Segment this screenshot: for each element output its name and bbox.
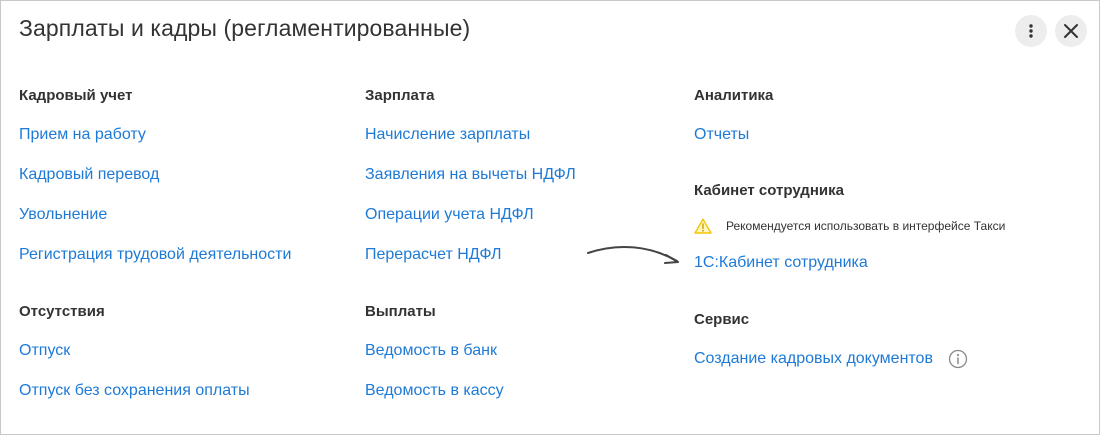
close-button[interactable] xyxy=(1055,15,1087,47)
section-title-absences: Отсутствия xyxy=(19,303,105,320)
more-vertical-icon xyxy=(1029,24,1033,38)
panel-title: Зарплаты и кадры (регламентированные) xyxy=(19,15,471,41)
link-bank-statement[interactable]: Ведомость в банк xyxy=(365,342,497,359)
link-dismissal[interactable]: Увольнение xyxy=(19,206,108,223)
info-icon[interactable] xyxy=(948,349,968,369)
link-reports[interactable]: Отчеты xyxy=(694,126,750,143)
link-labor-registration[interactable]: Регистрация трудовой деятельности xyxy=(19,246,292,263)
more-button[interactable] xyxy=(1015,15,1047,47)
link-cash-statement[interactable]: Ведомость в кассу xyxy=(365,382,504,399)
section-title-payments: Выплаты xyxy=(365,303,436,320)
section-title-service: Сервис xyxy=(694,311,750,328)
section-title-analytics: Аналитика xyxy=(694,87,774,104)
link-transfer[interactable]: Кадровый перевод xyxy=(19,166,160,183)
link-payroll-accrual[interactable]: Начисление зарплаты xyxy=(365,126,531,143)
warning-message: Рекомендуется использовать в интерфейсе … xyxy=(694,218,1005,234)
pointer-arrow-icon xyxy=(587,246,679,264)
link-hiring[interactable]: Прием на работу xyxy=(19,126,146,143)
section-title-salary: Зарплата xyxy=(365,87,435,104)
warning-text: Рекомендуется использовать в интерфейсе … xyxy=(726,219,1006,233)
link-tax-operations[interactable]: Операции учета НДФЛ xyxy=(365,206,534,223)
close-icon xyxy=(1064,24,1078,38)
section-title-hr-accounting: Кадровый учет xyxy=(19,87,133,104)
link-unpaid-vacation[interactable]: Отпуск без сохранения оплаты xyxy=(19,382,250,399)
section-title-employee-cabinet: Кабинет сотрудника xyxy=(694,182,844,199)
link-tax-deduction-claims[interactable]: Заявления на вычеты НДФЛ xyxy=(365,166,576,183)
warning-icon xyxy=(694,218,712,234)
link-create-hr-documents[interactable]: Создание кадровых документов xyxy=(694,350,933,367)
link-vacation[interactable]: Отпуск xyxy=(19,342,71,359)
link-1c-employee-cabinet[interactable]: 1С:Кабинет сотрудника xyxy=(694,254,868,271)
link-tax-recalculation[interactable]: Перерасчет НДФЛ xyxy=(365,246,502,263)
